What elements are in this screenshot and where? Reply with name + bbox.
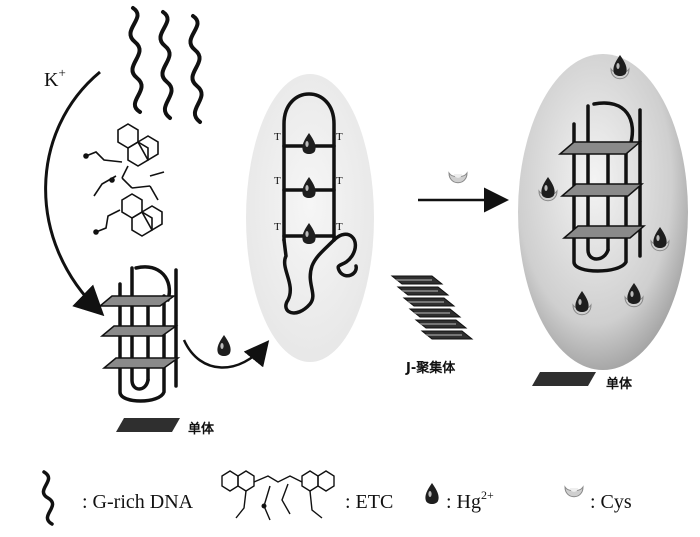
mismatch-t-2b: T <box>336 175 343 187</box>
k-plus-arrow <box>44 70 105 317</box>
legend: : G-rich DNA : ETC : Hg2+ : Cys <box>41 470 632 526</box>
legend-cys-text: : Cys <box>590 491 632 513</box>
mismatch-t-1a: T <box>274 131 281 143</box>
mismatch-t-1b: T <box>336 131 343 143</box>
g-quadruplex-right <box>557 101 647 273</box>
j-aggregate-stack <box>390 275 474 340</box>
monomer-label-left: 单体 <box>188 421 215 437</box>
cys-icon-arrow <box>448 172 468 184</box>
dna-strand-icon <box>41 470 55 526</box>
g-quadruplex-left <box>97 265 181 403</box>
legend-dna-text: : G-rich DNA <box>82 491 194 513</box>
mercury-ion-icon <box>425 483 439 504</box>
mismatch-t-2a: T <box>274 175 281 187</box>
hg-addition-arrow <box>182 339 270 369</box>
t-hg-t-hairpin: T T T T T T <box>274 92 358 315</box>
legend-etc-text: : ETC <box>345 491 393 513</box>
mismatch-t-3a: T <box>274 221 281 233</box>
g-rich-dna-strands <box>128 6 204 124</box>
hg-ion-icon <box>217 335 231 356</box>
mismatch-t-3b: T <box>336 221 343 233</box>
monomer-label-right: 单体 <box>606 376 633 392</box>
etc-molecule-icon <box>221 470 335 521</box>
etc-molecule-structure <box>83 123 165 237</box>
legend-hg-text: : Hg2+ <box>446 488 494 513</box>
cysteine-icon <box>564 486 584 498</box>
monomer-block-left <box>116 418 180 432</box>
k-plus-label: K+ <box>44 65 66 91</box>
released-complex-ellipse <box>518 54 688 370</box>
j-aggregate-label: J-聚集体 <box>405 360 456 376</box>
hairpin-complex-ellipse <box>246 74 374 362</box>
monomer-block-right <box>532 372 596 386</box>
